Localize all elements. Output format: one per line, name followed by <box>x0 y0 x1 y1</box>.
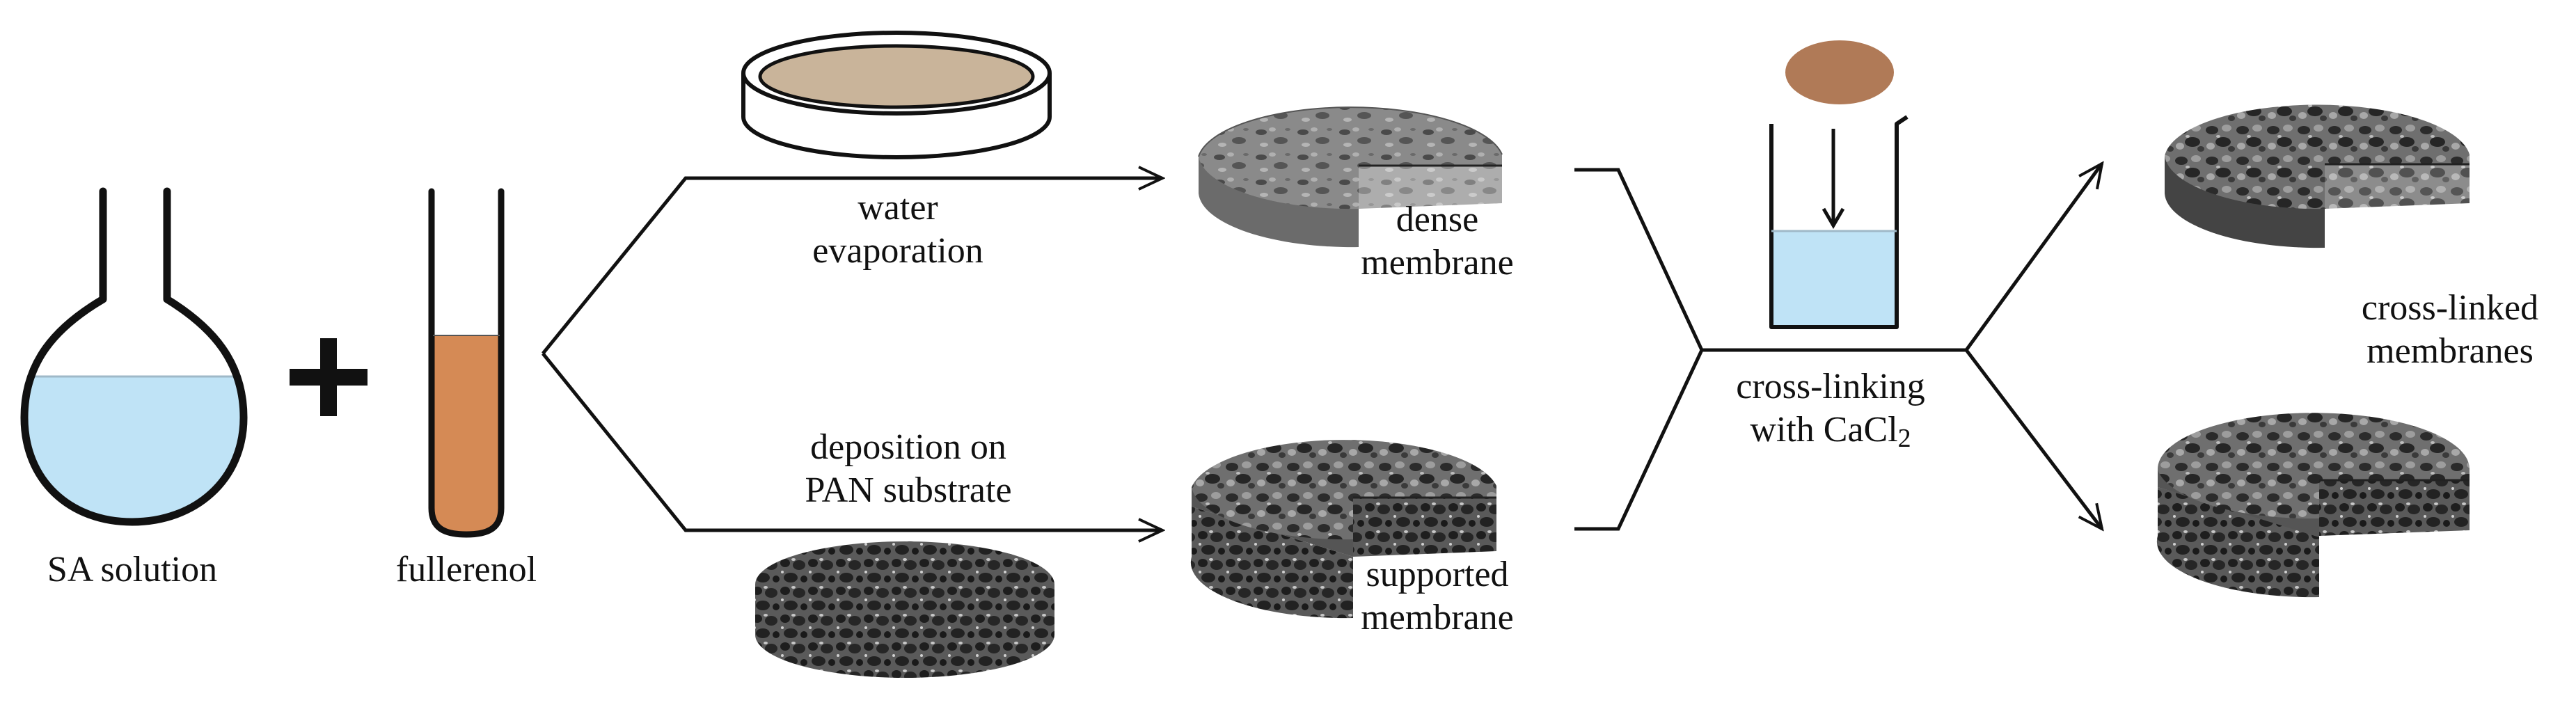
cacl2-drop-icon <box>1785 40 1894 104</box>
split-arrows <box>542 178 1162 530</box>
deposition-line-1: deposition on <box>810 427 1006 467</box>
crosslinking-label: cross-linking with CaCl2 <box>1691 365 1970 460</box>
crosslinking-line-1: cross-linking <box>1736 367 1925 406</box>
crosslinked-membranes-label: cross-linked membranes <box>2332 287 2568 373</box>
crosslinked-dense-membrane-icon <box>2165 104 2470 248</box>
water-evaporation-line-1: water <box>858 188 938 228</box>
dense-membrane-icon <box>1198 106 1503 248</box>
supported-membrane-icon <box>1190 440 1496 619</box>
plus-icon <box>290 338 368 416</box>
dense-line-1: dense <box>1396 200 1479 239</box>
pan-substrate-icon <box>755 541 1054 678</box>
crosslinking-line-2: with CaCl2 <box>1691 408 1970 460</box>
crosslinked-line-1: cross-linked <box>2361 288 2539 328</box>
petri-dish-icon <box>741 31 1052 159</box>
converge-lines <box>1574 168 1966 531</box>
beaker-icon <box>1769 115 1909 329</box>
sa-solution-label: SA solution <box>47 550 218 589</box>
supported-line-2: membrane <box>1361 598 1514 637</box>
crosslinking-subscript: 2 <box>1897 424 1911 453</box>
crosslinking-line-2-text: with CaCl <box>1750 410 1898 450</box>
diverge-arrows <box>1964 164 2102 529</box>
flask-icon <box>20 187 248 526</box>
dense-line-2: membrane <box>1361 243 1514 283</box>
supported-membrane-label: supported membrane <box>1336 553 1538 640</box>
test-tube-icon <box>428 188 505 538</box>
water-evaporation-label: water evaporation <box>759 187 1037 273</box>
supported-line-1: supported <box>1366 555 1509 594</box>
crosslinked-supported-membrane-icon <box>2156 413 2470 598</box>
dense-membrane-label: dense membrane <box>1336 198 1538 285</box>
crosslinked-line-2: membranes <box>2366 331 2534 371</box>
deposition-line-2: PAN substrate <box>805 470 1012 510</box>
fullerenol-label: fullerenol <box>395 550 537 589</box>
deposition-label: deposition on PAN substrate <box>752 426 1065 512</box>
water-evaporation-line-2: evaporation <box>812 231 983 271</box>
